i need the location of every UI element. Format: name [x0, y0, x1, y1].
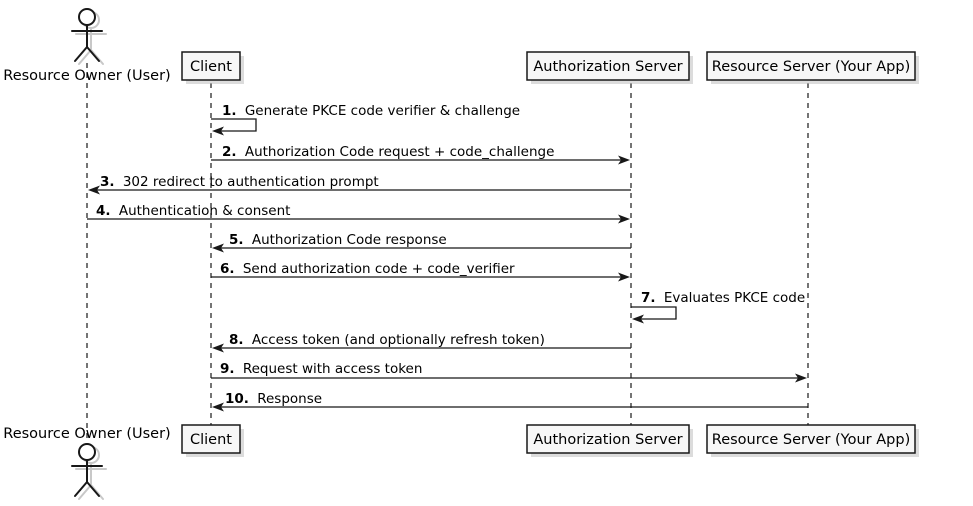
message-4-arrowhead	[618, 214, 630, 224]
message-7-line	[631, 306, 677, 320]
message-7[interactable]: 7. Evaluates PKCE code	[631, 290, 805, 324]
actor-figure-bottom	[71, 443, 103, 497]
message-1[interactable]: 1. Generate PKCE code verifier & challen…	[211, 103, 520, 136]
message-10-arrowhead	[212, 402, 224, 412]
message-5-arrowhead	[212, 243, 224, 253]
message-5-label: 5. Authorization Code response	[229, 232, 447, 248]
participant-label-resource-server-top: Resource Server (Your App)	[712, 59, 910, 75]
message-8-label: 8. Access token (and optionally refresh …	[229, 332, 545, 348]
message-1-label: 1. Generate PKCE code verifier & challen…	[222, 103, 520, 119]
message-3-arrowhead	[88, 185, 100, 195]
participant-box-resource-server-top[interactable]: Resource Server (Your App)	[706, 51, 919, 84]
message-10-number: 10.	[225, 391, 249, 407]
message-6-number: 6.	[220, 261, 235, 277]
authorization-server-box-rect-bottom	[526, 424, 690, 454]
client-box-rect-bottom	[181, 424, 241, 454]
message-4-number: 4.	[96, 203, 111, 219]
message-9[interactable]: 9. Request with access token	[211, 361, 807, 383]
message-5-text: Authorization Code response	[252, 232, 447, 248]
participant-label-authorization-server-bottom: Authorization Server	[533, 432, 682, 448]
message-2-arrowhead	[618, 155, 630, 165]
message-8-text: Access token (and optionally refresh tok…	[252, 332, 545, 348]
message-10-text: Response	[257, 391, 322, 407]
message-8-number: 8.	[229, 332, 244, 348]
participant-label-resource-server-bottom: Resource Server (Your App)	[712, 432, 910, 448]
message-3-text: 302 redirect to authentication prompt	[123, 174, 379, 190]
message-6-text: Send authorization code + code_verifier	[243, 261, 515, 277]
message-9-arrowhead	[795, 373, 807, 383]
message-2-number: 2.	[222, 144, 237, 160]
message-2-label: 2. Authorization Code request + code_cha…	[222, 144, 554, 160]
message-1-number: 1.	[222, 103, 237, 119]
message-1-line	[211, 118, 257, 132]
participant-label-client-top: Client	[190, 59, 232, 75]
message-2-text: Authorization Code request + code_challe…	[245, 144, 555, 160]
message-3-number: 3.	[100, 174, 115, 190]
message-5-number: 5.	[229, 232, 244, 248]
message-7-number: 7.	[641, 290, 656, 306]
actor-label-resource-owner-top: Resource Owner (User)	[3, 68, 170, 84]
authorization-server-box-rect-top	[526, 51, 690, 81]
message-6-arrowhead	[618, 272, 630, 282]
message-9-number: 9.	[220, 361, 235, 377]
actor-left-leg-line	[74, 46, 88, 62]
actor-head-icon-bottom	[78, 443, 96, 461]
participant-box-authorization-server-bottom[interactable]: Authorization Server	[526, 424, 693, 457]
message-3-label: 3. 302 redirect to authentication prompt	[100, 174, 379, 190]
message-1-text: Generate PKCE code verifier & challenge	[245, 103, 520, 119]
message-8[interactable]: 8. Access token (and optionally refresh …	[212, 332, 631, 353]
actor-head-icon	[78, 8, 96, 26]
actor-resource-owner-top[interactable]: Resource Owner (User)	[3, 8, 171, 84]
message-6-label: 6. Send authorization code + code_verifi…	[220, 261, 515, 277]
actor-resource-owner-bottom[interactable]: Resource Owner (User)	[3, 426, 171, 500]
participant-label-authorization-server-top: Authorization Server	[533, 59, 682, 75]
message-4-label: 4. Authentication & consent	[96, 203, 290, 219]
actor-left-leg-line-bottom	[74, 481, 88, 497]
resource-server-box-rect-bottom	[706, 424, 916, 454]
message-7-text: Evaluates PKCE code	[664, 290, 805, 306]
message-3[interactable]: 3. 302 redirect to authentication prompt	[88, 174, 631, 195]
message-6[interactable]: 6. Send authorization code + code_verifi…	[211, 261, 630, 282]
message-4[interactable]: 4. Authentication & consent	[87, 203, 630, 224]
message-2[interactable]: 2. Authorization Code request + code_cha…	[211, 144, 630, 165]
actor-figure-top	[71, 8, 103, 62]
participant-label-client-bottom: Client	[190, 432, 232, 448]
message-7-arrowhead	[632, 314, 644, 324]
message-4-text: Authentication & consent	[119, 203, 291, 219]
client-box-rect-top	[181, 51, 241, 81]
message-10-label: 10. Response	[225, 391, 322, 407]
resource-server-box-rect-top	[706, 51, 916, 81]
lifelines-group	[86, 63, 809, 455]
participant-box-authorization-server-top[interactable]: Authorization Server	[526, 51, 693, 84]
participant-box-resource-server-bottom[interactable]: Resource Server (Your App)	[706, 424, 919, 457]
actor-right-leg-line-bottom	[86, 481, 100, 497]
participant-box-client-bottom[interactable]: Client	[181, 424, 244, 457]
message-1-arrowhead	[212, 126, 224, 136]
actor-label-resource-owner-bottom: Resource Owner (User)	[3, 426, 170, 442]
message-9-text: Request with access token	[243, 361, 423, 377]
message-9-label: 9. Request with access token	[220, 361, 422, 377]
message-5[interactable]: 5. Authorization Code response	[212, 232, 631, 253]
message-7-label: 7. Evaluates PKCE code	[641, 290, 805, 306]
message-10[interactable]: 10. Response	[212, 391, 808, 412]
participant-box-client-top[interactable]: Client	[181, 51, 244, 84]
actor-right-leg-line	[86, 46, 100, 62]
message-8-arrowhead	[212, 343, 224, 353]
